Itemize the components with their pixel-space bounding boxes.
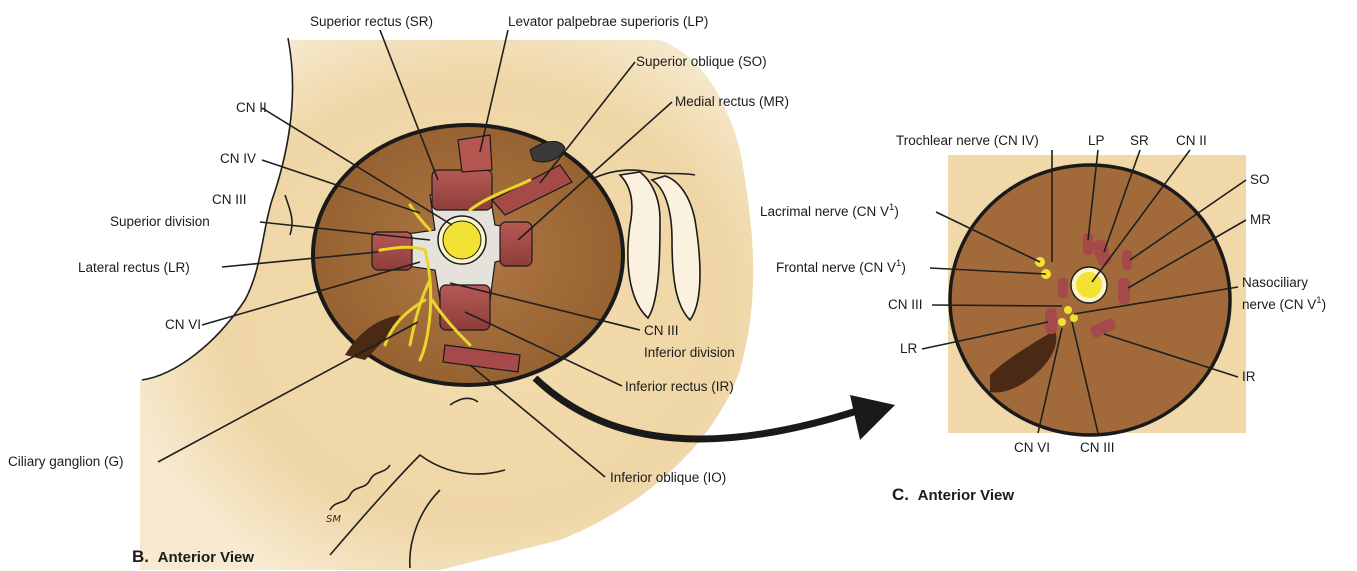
label-sr: SR xyxy=(1130,133,1149,148)
label-cn-iii-sup-1: CN III xyxy=(212,192,247,207)
label-cn-iii-inf-1: CN III xyxy=(644,323,679,338)
label-inferior-rectus: Inferior rectus (IR) xyxy=(625,379,734,394)
label-cn-iii-sup-2: Superior division xyxy=(110,214,210,229)
label-lacrimal: Lacrimal nerve (CN V1) xyxy=(760,202,899,219)
label-superior-oblique: Superior oblique (SO) xyxy=(636,54,767,69)
label-frontal-close: ) xyxy=(901,260,906,275)
panel-c-lr xyxy=(1045,308,1057,334)
label-nasociliary-text: nerve (CN V xyxy=(1242,297,1316,312)
medial-rectus-muscle xyxy=(500,222,532,266)
artist-signature: SM xyxy=(326,514,341,525)
superior-rectus-muscle xyxy=(432,170,492,210)
panel-c-nerve-dot-3 xyxy=(1064,306,1072,314)
label-trochlear: Trochlear nerve (CN IV) xyxy=(896,133,1039,148)
label-levator: Levator palpebrae superioris (LP) xyxy=(508,14,708,29)
caption-b: B. Anterior View xyxy=(132,547,254,566)
label-nasociliary-2: nerve (CN V1) xyxy=(1242,295,1326,312)
panel-c-cn3-muscle xyxy=(1058,278,1068,298)
optic-nerve xyxy=(443,221,481,259)
label-cn-vi-c: CN VI xyxy=(1014,440,1050,455)
label-superior-rectus: Superior rectus (SR) xyxy=(310,14,433,29)
label-cn-iii-bottom-c: CN III xyxy=(1080,440,1115,455)
label-cn-ii-c: CN II xyxy=(1176,133,1207,148)
panel-c-optic-nerve xyxy=(1076,272,1102,298)
panel-c-nerve-dot-5 xyxy=(1058,318,1066,326)
label-mr-c: MR xyxy=(1250,212,1271,227)
panel-c-nerve-dot-4 xyxy=(1070,314,1078,322)
caption-c: C. Anterior View xyxy=(892,485,1014,504)
label-lacrimal-text: Lacrimal nerve (CN V xyxy=(760,204,889,219)
panel-c-mr xyxy=(1118,278,1130,304)
label-cn-ii: CN II xyxy=(236,100,267,115)
label-lr-c: LR xyxy=(900,341,918,356)
levator-muscle xyxy=(458,135,492,172)
label-medial-rectus: Medial rectus (MR) xyxy=(675,94,789,109)
label-cn-iv: CN IV xyxy=(220,151,256,166)
label-so-c: SO xyxy=(1250,172,1270,187)
label-nasociliary-1: Nasociliary xyxy=(1242,275,1308,290)
caption-b-text: Anterior View xyxy=(158,549,255,566)
label-inferior-oblique: Inferior oblique (IO) xyxy=(610,470,726,485)
label-cn-iii-c: CN III xyxy=(888,297,923,312)
label-cn-iii-inf-2: Inferior division xyxy=(644,345,735,360)
label-lateral-rectus: Lateral rectus (LR) xyxy=(78,260,190,275)
label-ir-c: IR xyxy=(1242,369,1256,384)
caption-c-text: Anterior View xyxy=(918,487,1015,504)
panel-b-artwork xyxy=(140,38,753,570)
panel-c-artwork xyxy=(948,155,1246,435)
label-ciliary-ganglion: Ciliary ganglion (G) xyxy=(8,454,124,469)
label-nasociliary-close: ) xyxy=(1322,297,1327,312)
caption-c-letter: C. xyxy=(892,485,909,504)
label-lacrimal-close: ) xyxy=(894,204,899,219)
label-frontal-text: Frontal nerve (CN V xyxy=(776,260,896,275)
label-lp: LP xyxy=(1088,133,1105,148)
label-cn-vi: CN VI xyxy=(165,317,201,332)
caption-b-letter: B. xyxy=(132,547,149,566)
label-frontal: Frontal nerve (CN V1) xyxy=(776,258,906,275)
